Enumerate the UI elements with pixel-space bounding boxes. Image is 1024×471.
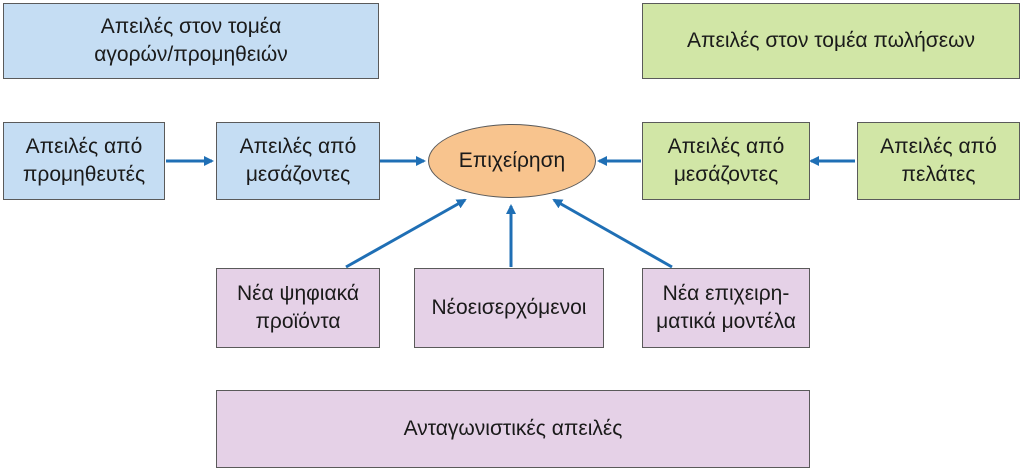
business-ellipse: Επιχείρηση [428,124,596,198]
arrow-business-models-to-business [552,198,673,269]
customer-threats-box: Απειλές από πελάτες [857,122,1020,200]
business-models-box: Νέα επιχειρη- ματικά μοντέλα [642,268,810,348]
sales-threats-label: Απειλές στον τομέα πωλήσεων [686,28,975,52]
sales-threats-header: Απειλές στον τομέα πωλήσεων [642,3,1020,79]
competitive-threats-box: Ανταγωνιστικές απειλές [216,390,810,468]
customer-threats-label: Απειλές από πελάτες [880,134,997,186]
purchasing-threats-label: Απειλές στον τομέα αγορών/προμηθειών [94,14,288,66]
left-intermediary-threats-box: Απειλές από μεσάζοντες [216,122,380,200]
new-entrants-box: Νέοεισερχόμενοι [414,268,604,348]
business-models-label: Νέα επιχειρη- ματικά μοντέλα [656,281,796,333]
left-intermediary-threats-label: Απειλές από μεσάζοντες [239,134,357,186]
new-entrants-label: Νέοεισερχόμενοι [431,295,587,319]
arrow-digital-products-to-business [345,198,467,269]
business-label: Επιχείρηση [458,149,566,172]
purchasing-threats-header: Απειλές στον τομέα αγορών/προμηθειών [3,3,379,79]
right-intermediary-threats-box: Απειλές από μεσάζοντες [642,122,810,200]
right-intermediary-threats-label: Απειλές από μεσάζοντες [667,134,785,186]
competitive-threats-label: Ανταγωνιστικές απειλές [403,416,623,440]
digital-products-label: Νέα ψηφιακά προϊόντα [237,281,359,333]
digital-products-box: Νέα ψηφιακά προϊόντα [216,268,380,348]
supplier-threats-label: Απειλές από προμηθευτές [22,134,146,186]
supplier-threats-box: Απειλές από προμηθευτές [3,122,165,200]
